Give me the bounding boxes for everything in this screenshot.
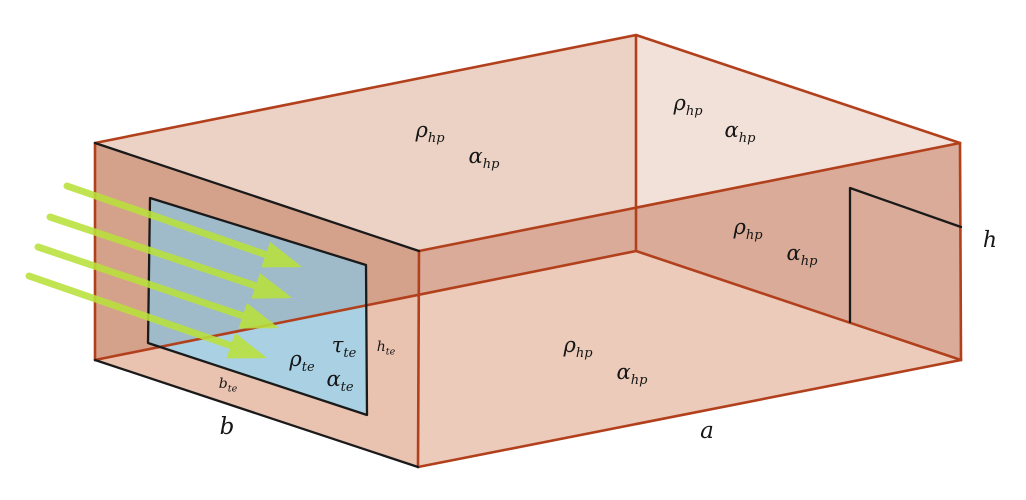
window-height-label: hte — [377, 339, 396, 358]
sun-ray-arrows — [25, 182, 303, 359]
sun-ray-arrow-4 — [25, 272, 268, 359]
back-wall-rho-label: ρhp — [732, 215, 763, 243]
back-wall-face — [418, 143, 961, 360]
surface-labels: ρhp αhp ρhp αhp ρhp αhp ρhp αhp ρte τte … — [219, 91, 997, 444]
front-wall-top-edge — [93, 141, 421, 253]
ceiling-alpha-label: αhp — [469, 144, 501, 172]
ceiling-rho-label: ρhp — [414, 118, 445, 146]
front-vertical-edge — [416, 249, 421, 469]
box-edges-rust — [93, 33, 963, 469]
front-wall-bottom-edge — [93, 358, 420, 469]
floor-alpha-label: αhp — [617, 360, 649, 388]
window-lower-pane — [160, 305, 367, 415]
room-width-label: b — [220, 414, 235, 440]
sun-ray-arrow-2 — [46, 213, 293, 299]
window-width-label: bte — [219, 376, 238, 395]
ceiling-face-right — [636, 35, 960, 207]
window-rho-label: ρte — [288, 347, 315, 375]
sun-ray-arrow-3 — [34, 243, 280, 329]
room-height-label: h — [983, 228, 997, 253]
floor-right-edge — [634, 249, 963, 362]
ceiling-front-right-edge — [417, 141, 962, 253]
back-wall-alpha-label: αhp — [787, 241, 819, 269]
room-length-label: a — [700, 418, 714, 444]
sun-ray-arrow-1 — [63, 182, 303, 268]
floor-rho-label: ρhp — [562, 333, 593, 361]
ceiling-right-alpha-label: αhp — [725, 118, 757, 146]
door-outline — [848, 186, 963, 324]
right-vertical-edge — [958, 141, 963, 362]
window-tau-label: τte — [332, 333, 357, 361]
ceiling-right-rho-label: ρhp — [672, 91, 703, 119]
window-alpha-label: αte — [326, 367, 353, 395]
floor-front-edge — [416, 358, 963, 469]
